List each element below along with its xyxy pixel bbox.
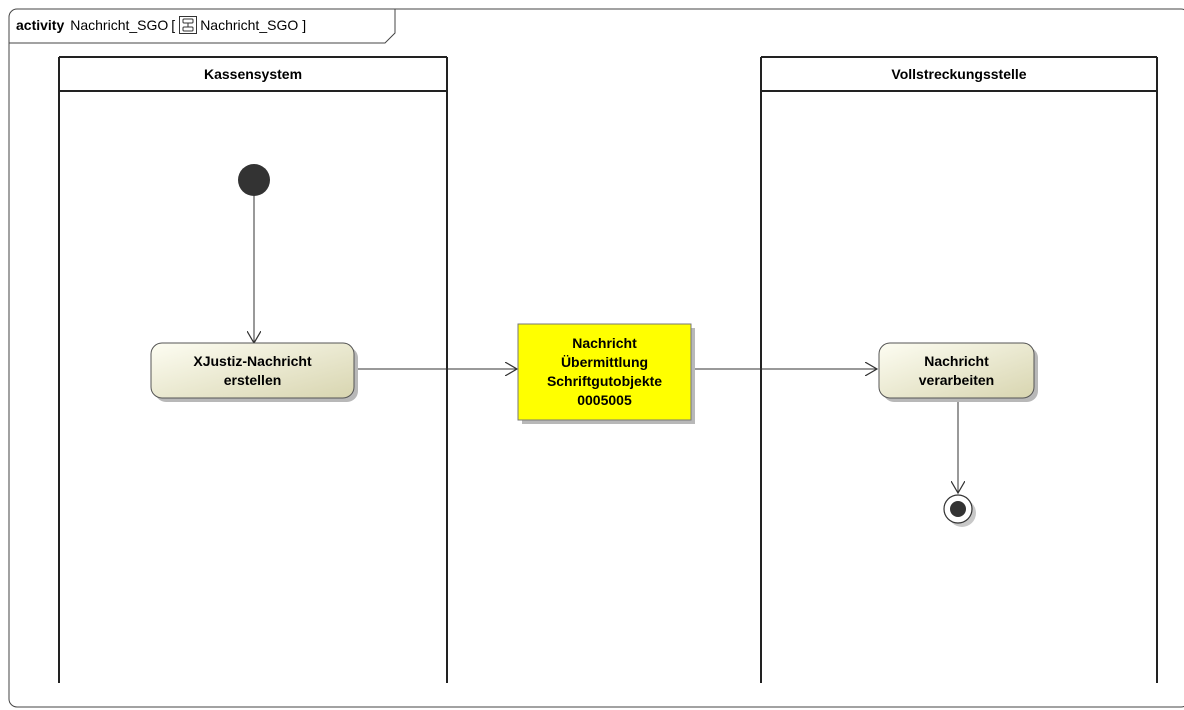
frame-open-bracket: [ (171, 17, 176, 33)
swimlane-vollstreckungsstelle (760, 56, 1158, 683)
activity-diagram-icon (179, 16, 198, 34)
lane-title-vollstreckungsstelle: Vollstreckungsstelle (891, 66, 1027, 82)
initial-node (238, 164, 270, 196)
label-line: Übermittlung (560, 354, 649, 370)
action-create-message[interactable] (150, 342, 355, 399)
final-node-dot (950, 501, 966, 517)
frame-header: activity Nachricht_SGO [ Nachricht_SGO ] (16, 15, 306, 35)
lane-title-kassensystem: Kassensystem (203, 66, 303, 82)
object-node-message[interactable] (517, 323, 692, 421)
frame-name-tab (9, 9, 396, 44)
frame-keyword: activity (16, 17, 65, 33)
frame-close-bracket: ] (302, 17, 307, 33)
swimlane-kassensystem (58, 56, 448, 683)
label-line: 0005005 (577, 392, 632, 408)
label-line: Nachricht (572, 335, 637, 351)
label-line: Schriftgutobjekte (546, 373, 663, 389)
label-line: Nachricht (924, 352, 989, 369)
label-line: verarbeiten (918, 371, 995, 388)
action-process-message-label: Nachricht verarbeiten (879, 343, 1034, 398)
label-line: erstellen (223, 371, 282, 388)
action-create-message-label: XJustiz-Nachricht erstellen (151, 343, 354, 398)
action-process-message[interactable] (878, 342, 1035, 399)
frame-ref-name: Nachricht_SGO (200, 17, 299, 33)
object-node-label: Nachricht Übermittlung Schriftgutobjekte… (518, 324, 691, 420)
frame-diagram-name: Nachricht_SGO (70, 17, 169, 33)
label-line: XJustiz-Nachricht (193, 352, 312, 369)
